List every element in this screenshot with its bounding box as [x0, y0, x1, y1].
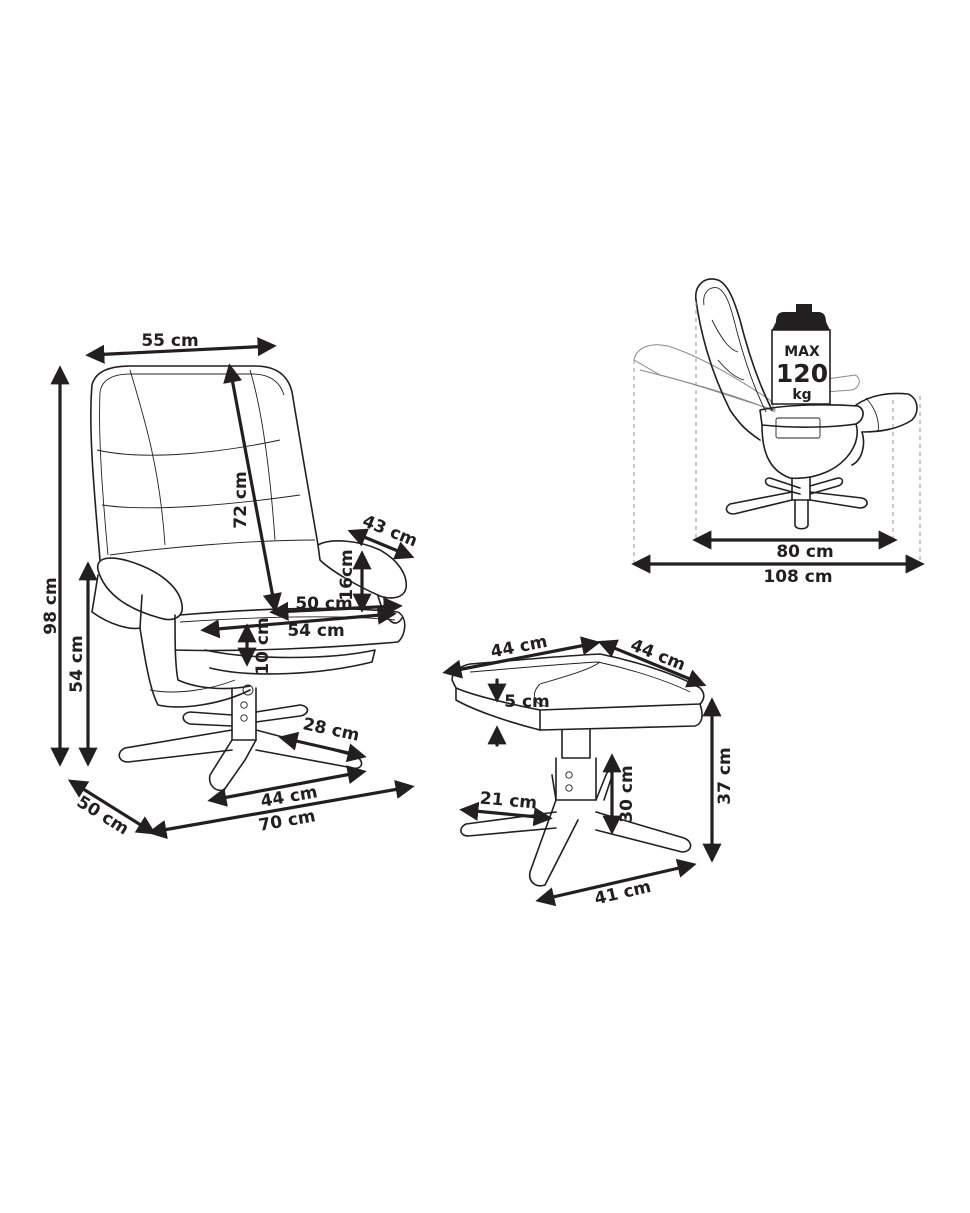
chair-seat-width-label: 54 cm [287, 621, 344, 641]
chair-seat-height-label: 54 cm [67, 635, 87, 692]
ottoman-cushion-thickness-label: 5 cm [504, 692, 550, 712]
chair-dimension-arrows [50, 337, 415, 839]
recline-side-view [633, 278, 921, 566]
max-weight-icon: MAX 120 kg [771, 304, 831, 405]
recline-dimension-arrows [631, 530, 925, 574]
chair-backrest-height-label: 72 cm [231, 471, 251, 528]
recline-outer-length-label: 108 cm [763, 567, 832, 587]
ottoman-drawing [451, 653, 705, 887]
recline-inner-length-label: 80 cm [776, 542, 833, 562]
max-weight-label: MAX [784, 344, 820, 360]
ottoman-total-height-label: 37 cm [715, 747, 735, 804]
ottoman-base-leg-label: 21 cm [479, 789, 538, 814]
chair-seat-depth-label: 50 cm [295, 594, 352, 614]
chair-armrest-height-label: 16cm [337, 549, 357, 600]
chair-width-label: 55 cm [141, 331, 198, 351]
ottoman-column-height-label: 30 cm [617, 765, 637, 822]
chair-total-height-label: 98 cm [41, 577, 61, 634]
max-weight-value: 120 [776, 359, 828, 388]
chair-base-leg-label: 28 cm [301, 714, 361, 745]
max-weight-unit: kg [792, 387, 811, 403]
ottoman-dimension-arrows [442, 636, 722, 907]
chair-seat-thickness-label: 10 cm [253, 617, 273, 674]
